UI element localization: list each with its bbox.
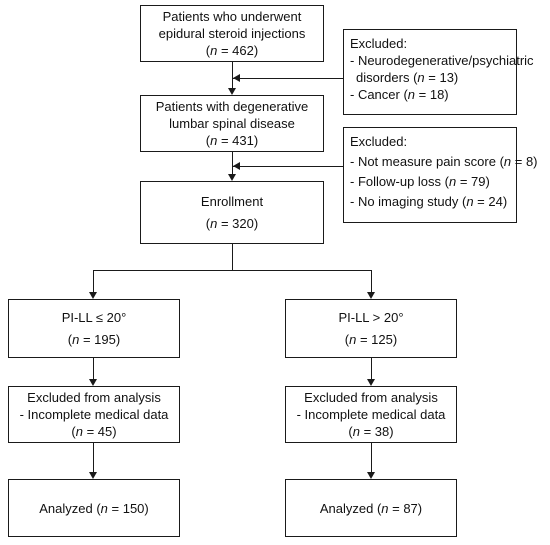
node-enrollment-title: Enrollment (200, 194, 264, 209)
node-left-group-count: (n = 195) (67, 332, 121, 347)
arrowhead-start-to-degen (228, 88, 236, 95)
connector-right-group-to-excl (371, 358, 372, 379)
node-right-excluded-count: (n = 38) (348, 424, 394, 439)
exclusion-1-row: disorders (n = 13) (356, 70, 459, 85)
node-left-excluded: Excluded from analysis - Incomplete medi… (8, 386, 180, 443)
node-exclusion-1: Excluded: - Neurodegenerative/psychiatri… (343, 29, 534, 115)
node-exclusion-2: Excluded: - Not measure pain score (n = … (343, 127, 538, 223)
node-degenerative-count: (n = 431) (205, 133, 259, 148)
node-right-excluded-line2: - Incomplete medical data (296, 407, 446, 422)
arrowhead-right-group-to-excl (367, 379, 375, 386)
arrowhead-left-group-to-excl (89, 379, 97, 386)
connector-split-left (93, 270, 94, 292)
node-enrollment: Enrollment (n = 320) (140, 181, 324, 244)
node-start: Patients who underwent epidural steroid … (140, 5, 324, 62)
node-left-excluded-line1: Excluded from analysis (27, 390, 161, 405)
node-right-analyzed-label: Analyzed (n = 87) (319, 500, 423, 516)
exclusion-1-row: - Cancer (n = 18) (350, 87, 449, 102)
arrowhead-right-excl-to-analyzed (367, 472, 375, 479)
node-right-group: PI-LL > 20° (n = 125) (285, 299, 457, 358)
connector-degen-to-enroll (232, 152, 233, 174)
connector-left-excl-to-analyzed (93, 443, 94, 472)
node-degenerative-line2: lumbar spinal disease (169, 116, 295, 131)
node-left-group-title: PI-LL ≤ 20° (61, 310, 127, 325)
exclusion-1-header: Excluded: (350, 36, 408, 51)
node-degenerative-line1: Patients with degenerative (155, 99, 309, 114)
arrowhead-degen-to-enroll (228, 174, 236, 181)
exclusion-1-row: - Neurodegenerative/psychiatric (350, 53, 534, 68)
arrowhead-exclusion-1 (233, 74, 240, 82)
arrowhead-exclusion-2 (233, 162, 240, 170)
arrowhead-split-left (89, 292, 97, 299)
node-right-excluded: Excluded from analysis - Incomplete medi… (285, 386, 457, 443)
node-left-analyzed: Analyzed (n = 150) (8, 479, 180, 537)
node-left-excluded-line2: - Incomplete medical data (19, 407, 169, 422)
node-degenerative: Patients with degenerative lumbar spinal… (140, 95, 324, 152)
exclusion-2-header: Excluded: (350, 134, 408, 149)
connector-right-excl-to-analyzed (371, 443, 372, 472)
connector-exclusion-1 (233, 78, 343, 79)
node-right-group-count: (n = 125) (344, 332, 398, 347)
node-right-group-title: PI-LL > 20° (338, 310, 404, 325)
arrowhead-split-right (367, 292, 375, 299)
exclusion-2-row: - Not measure pain score (n = 8) (350, 154, 538, 169)
connector-split-horizontal (93, 270, 372, 271)
connector-exclusion-2 (233, 166, 343, 167)
node-right-analyzed: Analyzed (n = 87) (285, 479, 457, 537)
node-right-excluded-line1: Excluded from analysis (304, 390, 438, 405)
node-start-line1: Patients who underwent (162, 9, 302, 24)
arrowhead-left-excl-to-analyzed (89, 472, 97, 479)
connector-start-to-degen (232, 62, 233, 88)
node-start-count: (n = 462) (205, 43, 259, 58)
node-start-line2: epidural steroid injections (158, 26, 306, 41)
connector-split-right (371, 270, 372, 292)
exclusion-2-row: - No imaging study (n = 24) (350, 194, 508, 209)
node-enrollment-count: (n = 320) (205, 216, 259, 231)
connector-enroll-down (232, 244, 233, 270)
connector-left-group-to-excl (93, 358, 94, 379)
node-left-analyzed-label: Analyzed (n = 150) (39, 500, 149, 516)
node-left-excluded-count: (n = 45) (71, 424, 117, 439)
exclusion-2-row: - Follow-up loss (n = 79) (350, 174, 490, 189)
node-left-group: PI-LL ≤ 20° (n = 195) (8, 299, 180, 358)
